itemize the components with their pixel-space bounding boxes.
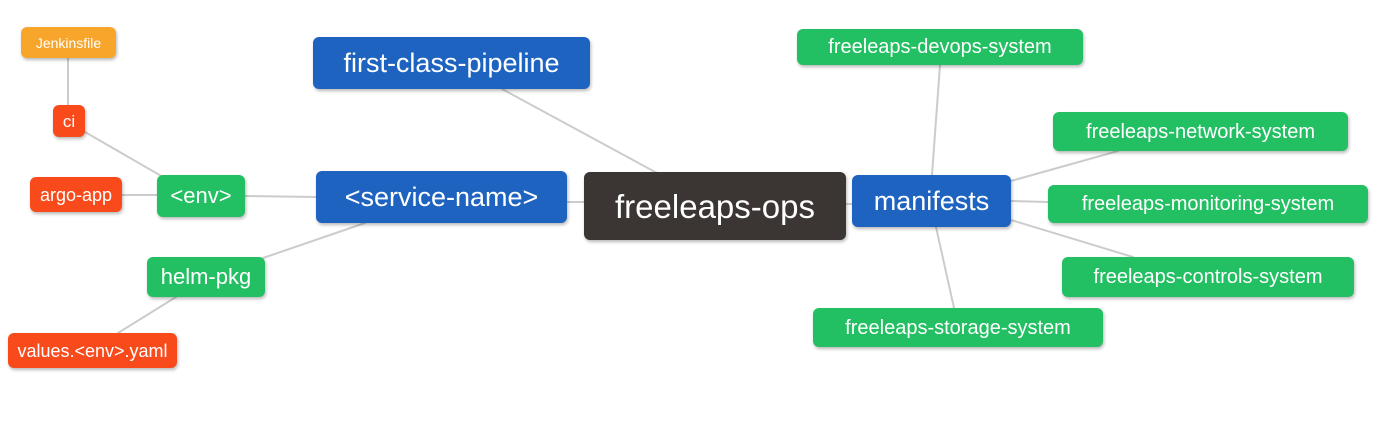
- node-label-values-env-yaml: values.<env>.yaml: [17, 340, 168, 361]
- node-manifests[interactable]: manifests: [852, 175, 1011, 227]
- edge-helm-pkg-to-service-name: [262, 222, 366, 259]
- node-values-env-yaml[interactable]: values.<env>.yaml: [8, 333, 177, 368]
- node-label-monitoring-system: freeleaps-monitoring-system: [1081, 193, 1335, 215]
- node-first-class-pipeline[interactable]: first-class-pipeline: [313, 37, 590, 89]
- node-monitoring-system[interactable]: freeleaps-monitoring-system: [1048, 185, 1368, 223]
- node-network-system[interactable]: freeleaps-network-system: [1053, 112, 1348, 151]
- node-argo-app[interactable]: argo-app: [30, 177, 122, 212]
- node-devops-system[interactable]: freeleaps-devops-system: [797, 29, 1083, 65]
- node-ci[interactable]: ci: [53, 105, 85, 137]
- node-label-argo-app: argo-app: [39, 184, 113, 205]
- node-env[interactable]: <env>: [157, 175, 245, 217]
- edge-helm-pkg-to-values-env-yaml: [117, 296, 177, 334]
- edge-first-class-pipeline-to-freeleaps-ops: [501, 88, 658, 174]
- node-freeleaps-ops[interactable]: freeleaps-ops: [584, 172, 846, 240]
- node-label-helm-pkg: helm-pkg: [160, 264, 252, 289]
- edge-manifests-to-monitoring-system: [1010, 200, 1049, 203]
- node-jenkinsfile[interactable]: Jenkinsfile: [21, 27, 116, 58]
- node-label-ci: ci: [62, 111, 76, 131]
- node-helm-pkg[interactable]: helm-pkg: [147, 257, 265, 297]
- node-label-jenkinsfile: Jenkinsfile: [35, 34, 102, 51]
- node-label-controls-system: freeleaps-controls-system: [1093, 266, 1323, 288]
- node-storage-system[interactable]: freeleaps-storage-system: [813, 308, 1103, 347]
- edge-ci-to-env: [84, 131, 164, 178]
- edge-env-to-service-name: [244, 195, 317, 198]
- edge-manifests-to-controls-system: [1010, 219, 1134, 258]
- node-label-freeleaps-ops: freeleaps-ops: [615, 187, 815, 225]
- node-service-name[interactable]: <service-name>: [316, 171, 567, 223]
- node-label-storage-system: freeleaps-storage-system: [845, 316, 1071, 339]
- node-label-env: <env>: [170, 183, 232, 208]
- node-label-first-class-pipeline: first-class-pipeline: [343, 47, 560, 78]
- node-label-network-system: freeleaps-network-system: [1086, 120, 1315, 143]
- edge-manifests-to-devops-system: [931, 64, 941, 176]
- edge-manifests-to-storage-system: [935, 226, 955, 309]
- node-label-devops-system: freeleaps-devops-system: [828, 36, 1052, 58]
- edge-manifests-to-network-system: [1010, 150, 1119, 182]
- node-label-manifests: manifests: [873, 185, 990, 216]
- node-controls-system[interactable]: freeleaps-controls-system: [1062, 257, 1354, 297]
- node-label-service-name: <service-name>: [344, 181, 539, 212]
